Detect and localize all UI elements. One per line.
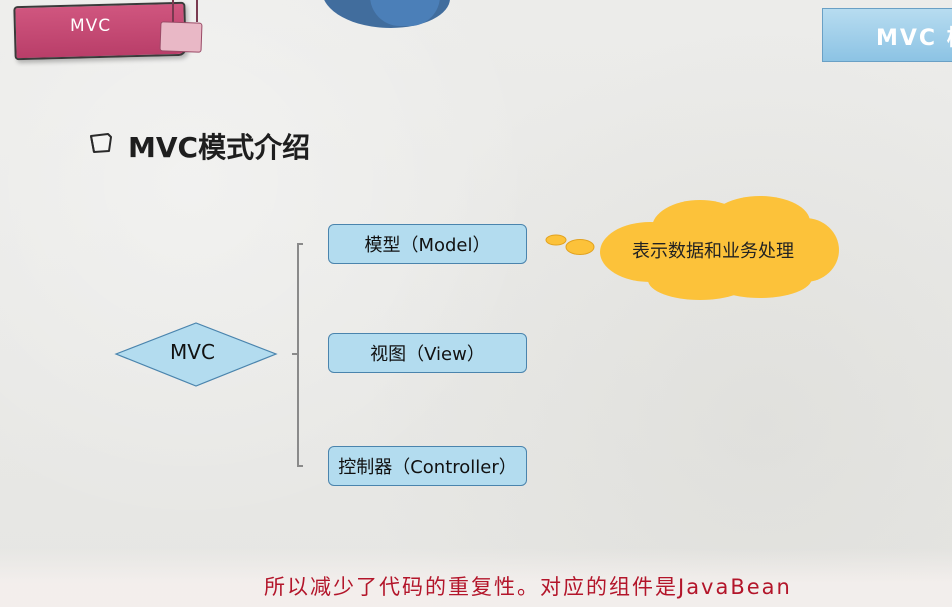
node-model: 模型（Model） — [328, 224, 527, 264]
tab-clip-decoration — [172, 0, 198, 22]
diamond-label: MVC — [170, 340, 215, 364]
bracket-line — [297, 243, 303, 467]
video-subtitle: 所以减少了代码的重复性。对应的组件是JavaBean — [264, 575, 792, 599]
slide-title: MVC模式介绍 — [128, 131, 311, 164]
thought-bubble-small — [545, 234, 567, 246]
node-view: 视图（View） — [328, 333, 527, 373]
subtitle-strip — [0, 548, 952, 607]
bullet-icon — [90, 133, 112, 153]
callout-text: 表示数据和业务处理 — [632, 241, 794, 262]
node-controller: 控制器（Controller） — [328, 446, 527, 486]
header-banner-label: MVC 模 — [876, 26, 952, 51]
section-tab-label: MVC — [70, 16, 112, 36]
thought-bubble-medium — [565, 239, 595, 255]
mvc-diamond — [114, 322, 278, 387]
header-banner — [822, 8, 952, 62]
callout-cloud — [600, 196, 839, 300]
